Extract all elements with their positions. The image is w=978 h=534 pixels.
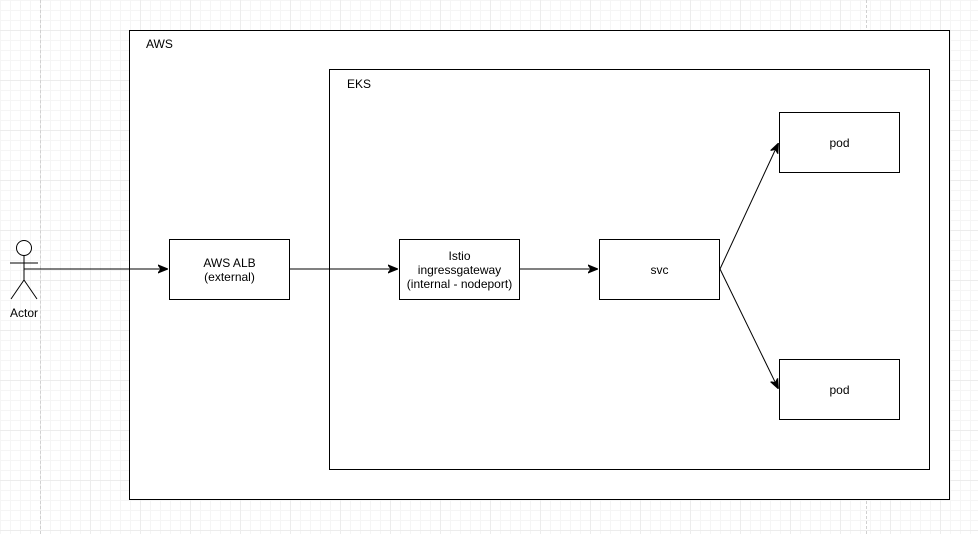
pod-bottom-node[interactable]: pod <box>779 359 900 420</box>
node-label-line: ingressgateway <box>417 262 502 277</box>
eks-group-label: EKS <box>347 77 372 91</box>
aws-group-label: AWS <box>146 37 173 51</box>
pod-top-node[interactable]: pod <box>779 112 900 173</box>
node-label-line: Istio <box>448 248 471 263</box>
node-label-line: AWS ALB <box>203 255 256 270</box>
page-break-line <box>40 0 41 534</box>
node-label-line: pod <box>829 135 850 150</box>
actor-icon <box>10 240 38 300</box>
actor-label: Actor <box>10 306 39 320</box>
actor-figure[interactable] <box>8 238 40 300</box>
aws-alb-node[interactable]: AWS ALB (external) <box>169 239 290 300</box>
node-label-line: (internal - nodeport) <box>406 276 513 291</box>
node-label-line: svc <box>650 262 669 277</box>
svc-node[interactable]: svc <box>599 239 720 300</box>
node-label-line: (external) <box>204 269 255 284</box>
node-label-line: pod <box>829 382 850 397</box>
istio-ingressgateway-node[interactable]: Istio ingressgateway (internal - nodepor… <box>399 239 520 300</box>
